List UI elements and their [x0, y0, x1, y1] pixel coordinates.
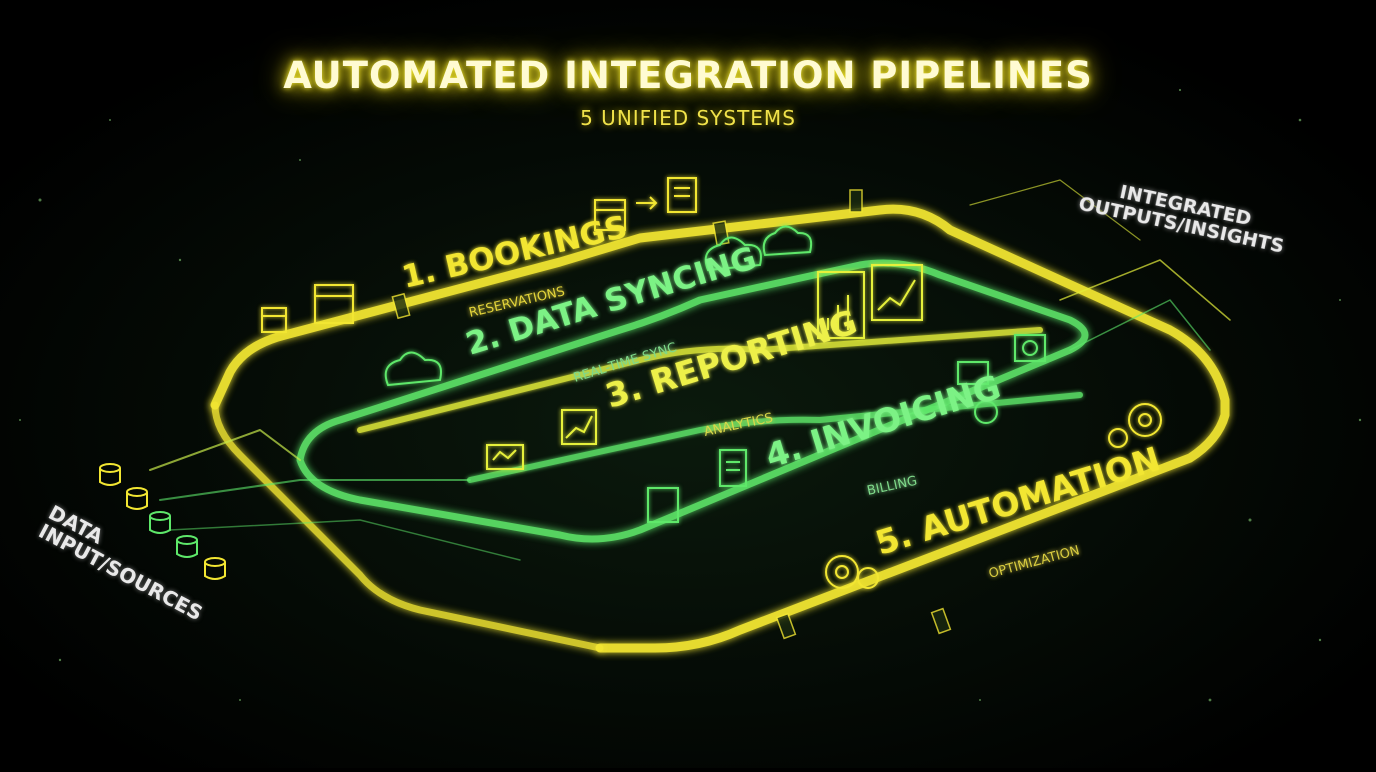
- pipe-couplings: [391, 189, 952, 640]
- coin-icon: [974, 400, 998, 424]
- pipeline-icons: [261, 177, 1162, 589]
- source-connector: [159, 479, 471, 501]
- database-icon: [126, 487, 148, 510]
- source-connector: [169, 519, 521, 561]
- gears-icon: [1108, 403, 1162, 448]
- cloud-sync-icon: [704, 236, 762, 272]
- output-connector: [1059, 259, 1231, 321]
- calendar-icon: [314, 284, 354, 324]
- pipeline-3-tube: [357, 327, 1043, 433]
- invoice-icon: [957, 361, 989, 385]
- calendar-icon: [594, 199, 626, 231]
- calendar-icon: [261, 307, 287, 333]
- diagram-subtitle: 5 UNIFIED SYSTEMS: [580, 106, 796, 130]
- arrow-right-icon: [636, 196, 658, 210]
- dollar-icon: [647, 487, 679, 523]
- dollar-icon: [1014, 334, 1046, 362]
- line-chart-icon: [871, 264, 923, 321]
- cloud-sync-icon: [384, 351, 442, 387]
- output-connector: [1069, 299, 1211, 351]
- database-icon: [99, 463, 121, 486]
- gears-icon: [825, 555, 879, 589]
- source-connector: [149, 429, 301, 471]
- bar-chart-icon: [817, 271, 865, 339]
- line-chart-icon: [561, 409, 597, 445]
- database-icon: [204, 557, 226, 580]
- source-databases: [99, 463, 226, 580]
- pipeline-1-tube: [210, 204, 1230, 653]
- document-icon: [667, 177, 697, 213]
- database-icon: [176, 535, 198, 558]
- database-icon: [149, 511, 171, 534]
- output-connector: [969, 179, 1141, 241]
- pipeline-loops: [149, 179, 1231, 653]
- document-icon: [719, 449, 747, 487]
- pipeline-4-tube: [467, 392, 1083, 483]
- pipeline-2-tube: [296, 259, 1089, 543]
- cloud-sync-icon: [762, 225, 813, 257]
- particle-field: [19, 88, 1362, 702]
- pipeline-5-tube: [211, 401, 604, 652]
- diagram-title: AUTOMATED INTEGRATION PIPELINES: [283, 54, 1093, 97]
- battery-icon: [486, 444, 524, 470]
